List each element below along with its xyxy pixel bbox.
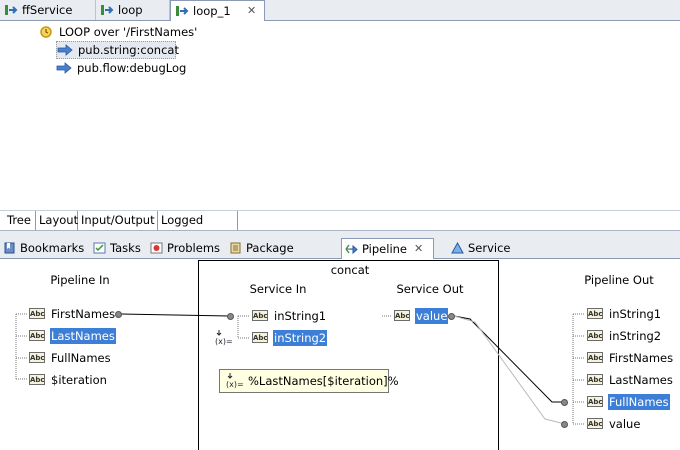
string-type-icon: Abc [587,352,603,363]
tree-step-concat[interactable]: pub.string:concat [56,41,179,59]
pipeline-view: Pipeline In Abc FirstNames Abc LastNames… [0,259,680,450]
tab-tree[interactable]: Tree [4,211,36,230]
tab-tasks[interactable]: Tasks [90,238,146,258]
flow-service-icon [176,6,189,16]
tab-label: ffService [22,3,73,17]
pipeline-icon [345,244,358,255]
pipeline-out-title: Pipeline Out [584,273,654,287]
service-result-icon [451,242,464,254]
service-out-title: Service Out [396,282,464,296]
tab-label: loop_1 [193,4,231,18]
string-type-icon: Abc [252,332,268,343]
panel-tab-bar: Bookmarks Tasks Problems Package Explore… [0,236,680,275]
svg-text:(x)=: (x)= [215,337,232,346]
link-handle[interactable] [115,311,122,318]
invoke-arrow-icon [57,44,73,56]
tab-label: loop [118,3,143,17]
flow-tree: LOOP over '/FirstNames' pub.string:conca… [0,21,680,210]
link-handle[interactable] [561,399,568,406]
close-tab-icon[interactable]: ✕ [247,4,257,17]
link-handle[interactable] [448,313,455,320]
tab-loop-1[interactable]: loop_1 ✕ [170,0,265,21]
string-type-icon: Abc [587,396,603,407]
string-type-icon: Abc [587,308,603,319]
tab-service-result[interactable]: Service Result [448,238,546,275]
service-name: concat [330,263,370,277]
tab-ffservice[interactable]: ffService [0,0,96,20]
tab-pipeline[interactable]: Pipeline ✕ [341,238,434,259]
tab-problems[interactable]: Problems [147,238,223,258]
flow-service-icon [101,5,114,15]
problems-icon [150,242,163,254]
set-value-tooltip: (x)= %LastNames[$iteration]% [219,369,399,393]
tab-logged-fields[interactable]: Logged Fields [158,211,238,246]
service-in-title: Service In [249,282,307,296]
link-handle[interactable] [227,313,234,320]
flow-service-icon [5,5,18,15]
package-explorer-icon [230,242,241,254]
tab-input-output[interactable]: Input/Output [78,211,158,230]
tab-loop[interactable]: loop [96,0,170,20]
string-type-icon: Abc [29,374,45,385]
string-type-icon: Abc [587,374,603,385]
string-type-icon: Abc [587,330,603,341]
string-type-icon: Abc [29,352,45,363]
svg-text:(x)=: (x)= [226,380,243,389]
tab-bookmarks[interactable]: Bookmarks [0,238,88,258]
string-type-icon: Abc [29,330,45,341]
editor-tab-bar: ffService loop loop_1 ✕ [0,0,680,21]
tab-package-explorer[interactable]: Package Explorer [226,238,340,275]
invoke-arrow-icon [56,62,72,74]
close-tab-icon[interactable]: ✕ [414,242,424,255]
set-value-icon[interactable]: (x)= [214,330,232,346]
editor-view-tabs: Tree Layout Input/Output Logged Fields [0,210,680,246]
tasks-icon [93,242,106,254]
panel-separator[interactable] [0,230,680,237]
tab-layout[interactable]: Layout [36,211,78,230]
string-type-icon: Abc [587,418,603,429]
link-handle[interactable] [561,421,568,428]
bookmark-icon [4,242,15,254]
string-type-icon: Abc [394,310,410,321]
string-type-icon: Abc [252,310,268,321]
tooltip-text: %LastNames[$iteration]% [248,374,399,388]
loop-icon [40,26,52,38]
pipeline-in-title: Pipeline In [50,273,110,287]
pipeline-connectors [15,313,584,425]
set-value-icon: (x)= [226,373,243,389]
string-type-icon: Abc [29,308,45,319]
